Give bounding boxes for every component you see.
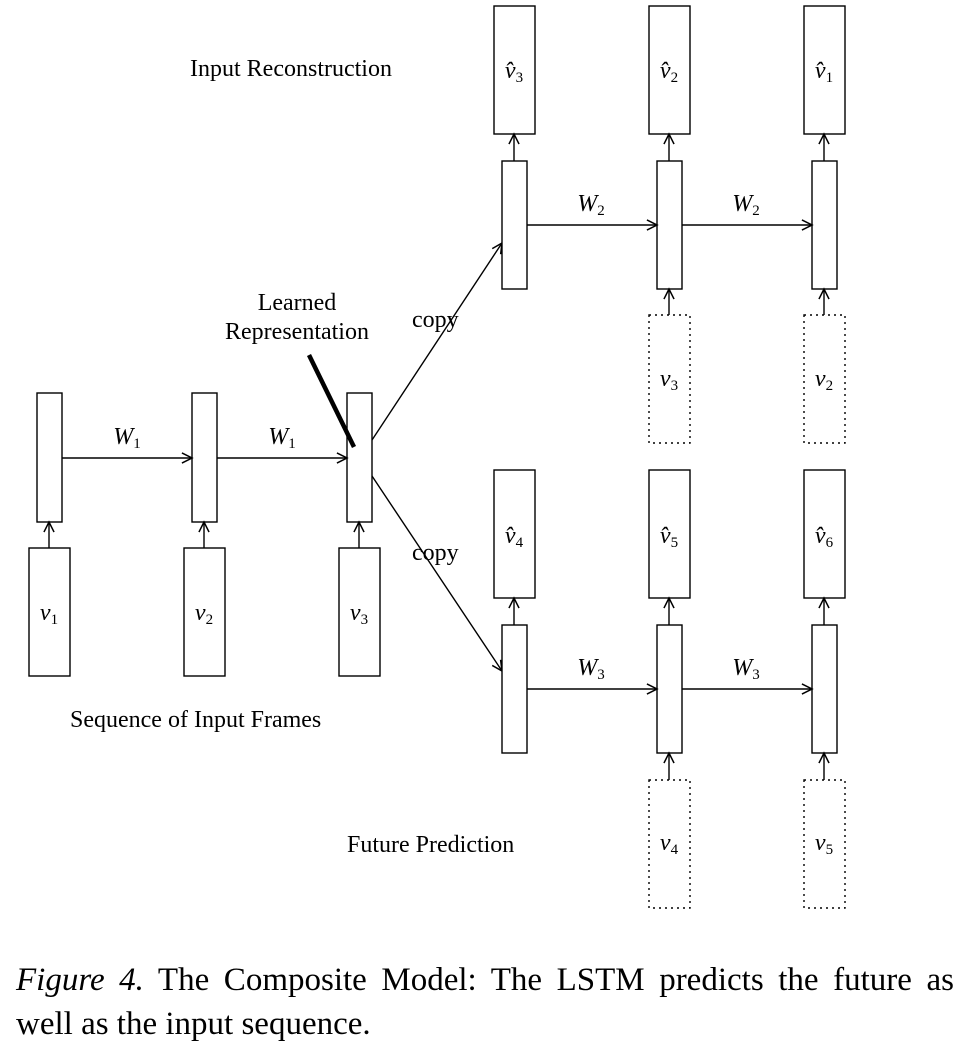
reconstruction-weight-label-1: W2: [577, 191, 605, 219]
prediction-output-box-3: [803, 469, 846, 599]
encoder: v1 v2 v3 W1 W1 Sequence of Input Frames: [28, 392, 381, 733]
reconstruction-lstm-cell-2: [656, 160, 683, 290]
prediction-lstm-cell-1: [501, 624, 528, 754]
copy-arrow-to-reconstruction: [371, 243, 502, 441]
prediction-output-label-1: v̂4: [505, 523, 524, 551]
future-prediction-label: Future Prediction: [347, 832, 514, 858]
prediction-weight-label-1: W3: [577, 655, 605, 683]
reconstruction-lstm-cell-1: [501, 160, 528, 290]
learned-representation-annotation: Learned Representation: [225, 290, 369, 448]
reconstruction-output-box-1: [493, 5, 536, 135]
reconstruction-conditioning-box-2: [803, 314, 846, 444]
reconstruction-conditioning-box-1: [648, 314, 691, 444]
reconstruction-output-box-2: [648, 5, 691, 135]
representation-label: Representation: [225, 319, 369, 345]
encoder-lstm-cell-2: [191, 392, 218, 523]
prediction-conditioning-label-2: v5: [815, 830, 833, 858]
learned-label: Learned: [258, 290, 337, 316]
prediction-lstm-cell-2: [656, 624, 683, 754]
prediction-output-label-3: v̂6: [815, 523, 834, 551]
input-frame-box-1: [28, 547, 71, 677]
input-frame-box-2: [183, 547, 226, 677]
prediction-conditioning-label-1: v4: [660, 830, 679, 858]
sequence-of-input-frames-label: Sequence of Input Frames: [70, 707, 321, 733]
reconstruction-conditioning-label-2: v2: [815, 366, 833, 394]
reconstruction-lstm-cell-3: [811, 160, 838, 290]
encoder-weight-label-1: W1: [113, 424, 141, 452]
caption-text: The Composite Model: The LSTM predicts t…: [16, 962, 955, 1042]
reconstruction-output-label-1: v̂3: [505, 58, 523, 86]
reconstruction-conditioning-label-1: v3: [660, 366, 678, 394]
encoder-input-label-3: v3: [350, 600, 368, 628]
encoder-input-label-2: v2: [195, 600, 213, 628]
prediction-weight-label-2: W3: [732, 655, 760, 683]
encoder-weight-label-2: W1: [268, 424, 296, 452]
prediction-conditioning-box-2: [803, 779, 846, 909]
reconstruction-output-label-2: v̂2: [660, 58, 678, 86]
figure-caption: Figure 4. The Composite Model: The LSTM …: [16, 958, 954, 1046]
representation-pointer-line: [306, 354, 357, 448]
composite-model-diagram: v1 v2 v3 W1 W1 Sequence of Input Frames …: [28, 5, 846, 909]
copy-label-lower: copy: [412, 540, 459, 566]
encoder-lstm-cell-1: [36, 392, 63, 523]
reconstruction-output-box-3: [803, 5, 846, 135]
prediction-decoder: v̂4 v̂5 v̂6 W3 W3 v4 v5 Future Predictio…: [347, 469, 846, 909]
figure-label: Figure 4.: [16, 962, 144, 998]
reconstruction-weight-label-2: W2: [732, 191, 760, 219]
encoder-lstm-cell-3: [346, 392, 373, 523]
prediction-output-box-1: [493, 469, 536, 599]
reconstruction-decoder: Input Reconstruction v̂3 v̂2 v̂1 W2 W2 v…: [190, 5, 846, 444]
prediction-conditioning-box-1: [648, 779, 691, 909]
copy-arrow-to-prediction: [371, 475, 502, 671]
input-reconstruction-label: Input Reconstruction: [190, 56, 392, 82]
copy-arrows: copy copy: [371, 243, 502, 671]
encoder-input-label-1: v1: [40, 600, 58, 628]
prediction-lstm-cell-3: [811, 624, 838, 754]
copy-label-upper: copy: [412, 307, 459, 333]
prediction-output-label-2: v̂5: [660, 523, 678, 551]
reconstruction-output-label-3: v̂1: [815, 58, 833, 86]
